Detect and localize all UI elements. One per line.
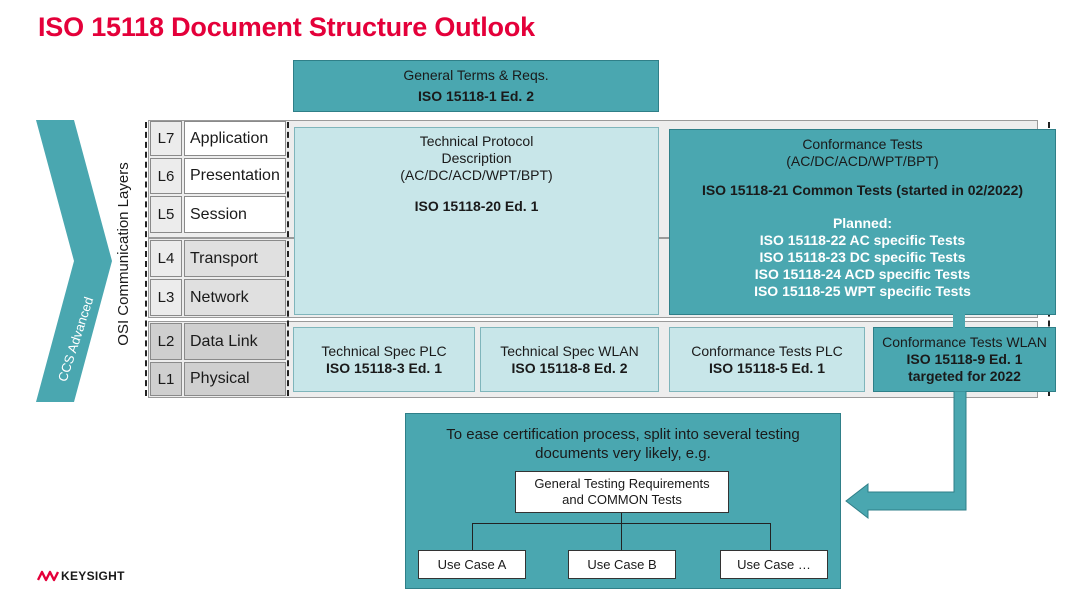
layer-num: L4 [150, 240, 182, 277]
tree-line [770, 523, 771, 550]
dashed-divider [287, 122, 289, 396]
layer-name: Network [184, 279, 286, 316]
layer-name: Physical [184, 362, 286, 396]
connector-strip [953, 314, 965, 328]
keysight-wave-icon [37, 570, 59, 582]
general-terms-line1: General Terms & Reqs. [403, 67, 549, 83]
conformance-line2: (AC/DC/ACD/WPT/BPT) [786, 153, 939, 169]
planned-item: ISO 15118-24 ACD specific Tests [754, 266, 971, 282]
conformance-common: ISO 15118-21 Common Tests (started in 02… [701, 182, 1024, 198]
use-case-a-box: Use Case A [418, 550, 526, 579]
keysight-logo: KEYSIGHT [61, 569, 125, 583]
tree-line [621, 523, 622, 550]
layer-name: Transport [184, 240, 286, 277]
general-terms-doc: ISO 15118-1 Ed. 2 [418, 88, 534, 104]
general-terms-box: General Terms & Reqs. ISO 15118-1 Ed. 2 [293, 60, 659, 112]
box-doc: ISO 15118-3 Ed. 1 [326, 359, 442, 376]
layer-num: L6 [150, 158, 182, 194]
planned-heading: Planned: [832, 215, 893, 231]
use-case-b-box: Use Case B [568, 550, 676, 579]
protocol-line1: Technical Protocol [419, 133, 534, 149]
box-note: targeted for 2022 [908, 368, 1021, 384]
protocol-line2: Description [441, 150, 512, 166]
tech-spec-wlan-box: Technical Spec WLAN ISO 15118-8 Ed. 2 [480, 327, 659, 392]
box-line1: Conformance Tests WLAN [882, 334, 1047, 350]
tree-line [621, 513, 622, 524]
arrow-connector [845, 391, 967, 520]
box-line1: Technical Spec PLC [321, 342, 447, 359]
box-doc: ISO 15118-8 Ed. 2 [511, 359, 628, 376]
tech-spec-plc-box: Technical Spec PLC ISO 15118-3 Ed. 1 [293, 327, 475, 392]
general-testing-box: General Testing Requirements and COMMON … [515, 471, 729, 513]
page-title: ISO 15118 Document Structure Outlook [38, 12, 535, 42]
osi-layers-label: OSI Communication Layers [115, 162, 132, 346]
layer-num: L7 [150, 121, 182, 156]
protocol-line3: (AC/DC/ACD/WPT/BPT) [400, 167, 553, 183]
layer-name: Session [184, 196, 286, 233]
box-doc: ISO 15118-5 Ed. 1 [709, 359, 825, 376]
layer-num: L5 [150, 196, 182, 233]
dashed-divider [145, 122, 147, 396]
box-line1: Technical Spec WLAN [500, 342, 639, 359]
planned-item: ISO 15118-25 WPT specific Tests [754, 283, 971, 299]
planned-item: ISO 15118-22 AC specific Tests [759, 232, 966, 248]
box-line1: Conformance Tests PLC [691, 342, 843, 359]
tree-line [472, 523, 473, 550]
conformance-plc-box: Conformance Tests PLC ISO 15118-5 Ed. 1 [669, 327, 865, 392]
layer-name: Application [184, 121, 286, 156]
general-testing-line2: and COMMON Tests [562, 492, 682, 507]
use-case-more-box: Use Case … [720, 550, 828, 579]
conformance-box: Conformance Tests (AC/DC/ACD/WPT/BPT) IS… [669, 129, 1056, 315]
protocol-box: Technical Protocol Description (AC/DC/AC… [294, 127, 659, 315]
ccs-advanced-chevron [36, 120, 112, 402]
general-testing-line1: General Testing Requirements [534, 476, 710, 491]
ease-line1: To ease certification process, split int… [446, 426, 800, 443]
layer-name: Presentation [184, 158, 286, 194]
planned-item: ISO 15118-23 DC specific Tests [759, 249, 966, 265]
layer-num: L3 [150, 279, 182, 316]
conformance-wlan-box: Conformance Tests WLAN ISO 15118-9 Ed. 1… [873, 327, 1056, 392]
conformance-line1: Conformance Tests [802, 136, 923, 152]
ease-text: To ease certification process, split int… [405, 425, 841, 463]
layer-num: L2 [150, 323, 182, 360]
box-doc: ISO 15118-9 Ed. 1 [906, 351, 1023, 367]
protocol-doc: ISO 15118-20 Ed. 1 [414, 198, 539, 214]
ease-line2: documents very likely, e.g. [535, 445, 711, 462]
layer-name: Data Link [184, 323, 286, 360]
layer-num: L1 [150, 362, 182, 396]
